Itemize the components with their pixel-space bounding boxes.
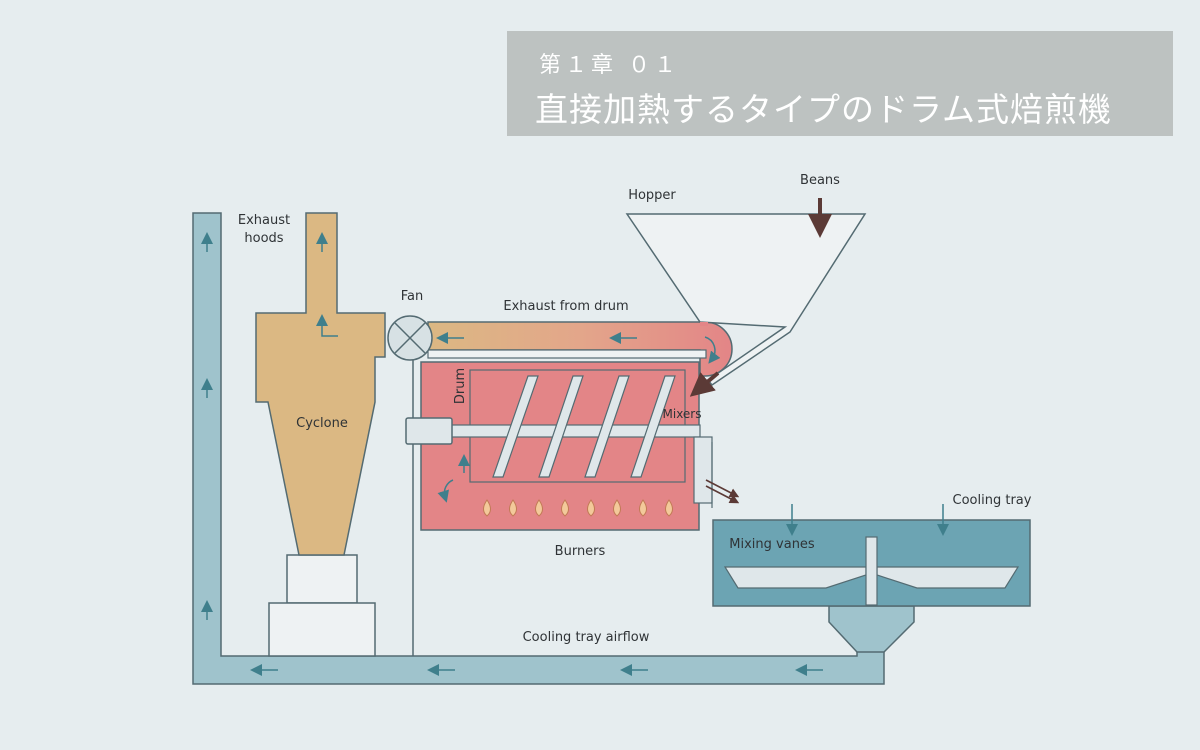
label-exhaust-from-drum: Exhaust from drum [503,299,628,314]
label-mixing-vanes: Mixing vanes [729,537,815,552]
discharge-arrow [705,479,740,504]
mixer-blade [492,375,539,478]
discharge-arrow-icon [705,485,740,504]
cooling-tray-hopper [828,605,915,653]
label-hopper: Hopper [628,188,676,203]
flame-icon [587,499,595,517]
label-cooling-tray: Cooling tray [953,493,1032,508]
page-title: 直接加熱するタイプのドラム式焙煎機 [535,90,1113,129]
discharge-chute [693,436,713,504]
label-cyclone: Cyclone [296,416,348,431]
label-fan: Fan [401,289,424,304]
label-mixers: Mixers [663,407,702,421]
drum-shaft [449,424,701,438]
title-banner: 第１章 ０１ 直接加熱するタイプのドラム式焙煎機 [507,31,1173,136]
hopper-gap [700,322,708,326]
mixing-vane-axle [865,536,878,606]
drive-box [405,417,453,445]
flame-icon [483,499,491,517]
flame-icon [639,499,647,517]
arrow-icon [704,336,721,364]
label-cooling-tray-airflow: Cooling tray airflow [523,630,650,645]
flame-icon [535,499,543,517]
label-beans: Beans [800,173,840,188]
mixer-blade [630,375,676,478]
flame-icon [665,499,673,517]
cyclone-base-upper [286,554,358,604]
cyclone [255,212,386,556]
fan-blade [394,322,426,354]
arrow-icon [316,314,338,337]
mixer-blade [538,375,584,478]
chapter-label: 第１章 ０１ [539,53,680,78]
arrow-icon [437,479,454,503]
mixer-blade [584,375,630,478]
label-drum: Drum [453,368,468,404]
airflow-arrows [201,232,949,676]
discharge-arrow-icon [705,479,740,498]
cyclone-base-lower [268,602,376,657]
flame-icon [561,499,569,517]
exhaust-inner-tube [427,349,707,359]
burner-flames [483,499,673,517]
mixing-vane-left [723,566,867,589]
flame-icon [613,499,621,517]
bean-flow-arrows [689,198,832,397]
flame-icon [509,499,517,517]
label-burners: Burners [555,544,606,559]
hopper [625,213,867,387]
hopper-feed-arrow-icon [689,371,720,397]
label-exhaust-hoods-2: hoods [244,231,283,246]
label-exhaust-hoods-1: Exhaust [238,213,290,228]
